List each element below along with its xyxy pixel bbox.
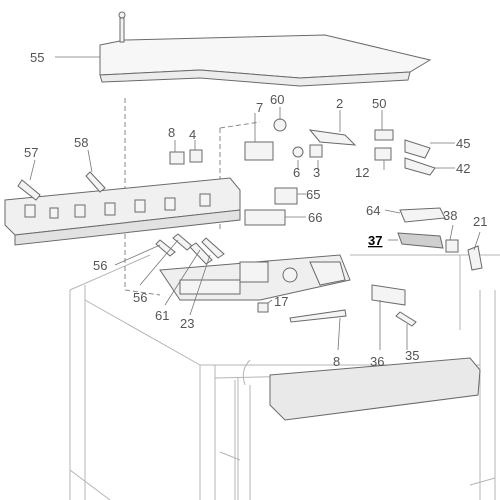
spring-part-23 xyxy=(201,237,225,259)
part-label-55: 55 xyxy=(30,50,44,65)
part-label-35: 35 xyxy=(405,348,419,363)
hook-part-21 xyxy=(467,245,483,271)
part-label-65: 65 xyxy=(306,187,320,202)
cap-part-60 xyxy=(273,118,287,132)
top-cover-55 xyxy=(99,11,432,87)
cover-part-64 xyxy=(399,207,446,223)
spring-part-38 xyxy=(445,239,459,253)
screw-part-56b xyxy=(172,233,193,251)
screw-part-17 xyxy=(257,302,269,313)
rod-part-8 xyxy=(289,309,347,323)
switch-part-36 xyxy=(371,284,406,306)
part-label-12: 12 xyxy=(355,165,369,180)
part-label-3: 3 xyxy=(313,165,320,180)
control-panel-strip xyxy=(4,177,241,246)
part-label-21: 21 xyxy=(473,214,487,229)
screw-part-58 xyxy=(85,171,106,193)
bracket-part-66 xyxy=(244,209,286,226)
screw-part-57 xyxy=(17,179,41,201)
part-label-66: 66 xyxy=(308,210,322,225)
part-label-6: 6 xyxy=(293,165,300,180)
assembly-guide-line xyxy=(124,98,161,296)
part-label-45: 45 xyxy=(456,136,470,151)
spring-part-61 xyxy=(189,242,213,265)
valve-part-2 xyxy=(308,129,357,146)
connector-part-50 xyxy=(374,129,394,141)
part-label-36: 36 xyxy=(370,354,384,369)
part-label-58: 58 xyxy=(74,135,88,150)
sensor-part-12 xyxy=(374,147,392,161)
part-label-64: 64 xyxy=(366,203,380,218)
part-label-38: 38 xyxy=(443,208,457,223)
leader-lines xyxy=(29,56,481,351)
washer-part-6 xyxy=(292,146,304,158)
part-label-23: 23 xyxy=(180,316,194,331)
tube-part-45 xyxy=(404,139,431,159)
part-label-17: 17 xyxy=(274,294,288,309)
part-label-4: 4 xyxy=(189,127,196,142)
screw-part-8 xyxy=(169,151,185,165)
part-label-56: 56 xyxy=(133,290,147,305)
part-label-7: 7 xyxy=(256,100,263,115)
part-labels: 55 7 60 2 50 8 4 45 57 58 6 3 12 42 65 6… xyxy=(24,50,487,369)
screw-part-4 xyxy=(189,149,203,163)
part-label-8: 8 xyxy=(168,125,175,140)
part-label-60: 60 xyxy=(270,92,284,107)
screw-part-56a xyxy=(155,239,176,257)
part-label-56: 56 xyxy=(93,258,107,273)
part-label-42: 42 xyxy=(456,161,470,176)
screw-part-35 xyxy=(395,311,417,327)
clip-part-65 xyxy=(274,187,298,205)
part-label-50: 50 xyxy=(372,96,386,111)
nut-part-3 xyxy=(309,144,323,158)
part-label-8: 8 xyxy=(333,354,340,369)
part-label-2: 2 xyxy=(336,96,343,111)
assembly-guide-line xyxy=(219,121,261,129)
tube-part-42 xyxy=(404,157,436,176)
heater-assembly xyxy=(219,357,496,500)
latch-part-37 xyxy=(397,232,444,249)
door-latch-bracket xyxy=(159,254,351,301)
part-label-61: 61 xyxy=(155,308,169,323)
part-label-37-highlighted: 37 xyxy=(368,233,382,248)
switch-part-7 xyxy=(244,141,274,161)
part-label-57: 57 xyxy=(24,145,38,160)
